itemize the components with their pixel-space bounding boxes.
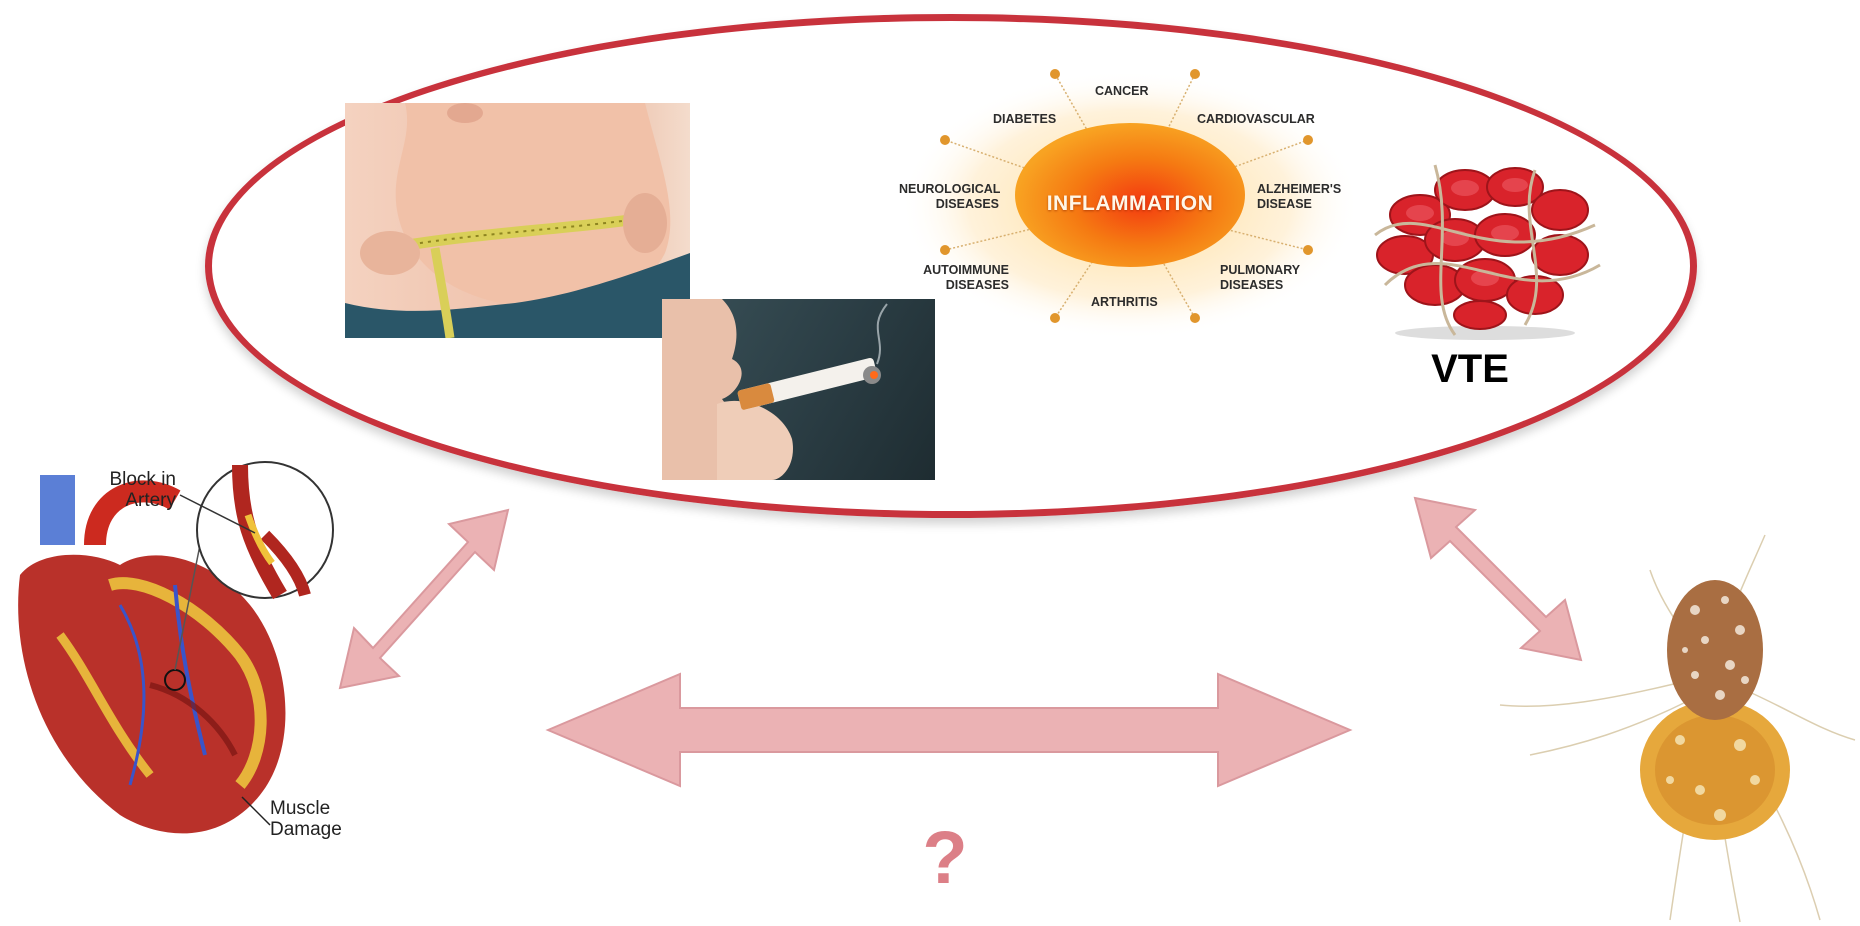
obesity-photo xyxy=(345,103,690,338)
label-diabetes: DIABETES xyxy=(993,112,1056,127)
label-autoimmune: AUTOIMMUNE DISEASES xyxy=(909,263,1009,293)
inflammation-diagram: INFLAMMATION CANCER DIABETES CARDIOVASCU… xyxy=(895,60,1365,340)
label-cancer: CANCER xyxy=(1095,84,1148,99)
label-alzheimers: ALZHEIMER'S DISEASE xyxy=(1257,182,1341,212)
heart-attack-icon xyxy=(0,455,360,850)
arrow-heart-risk xyxy=(340,510,508,688)
arrow-heart-cancer xyxy=(548,674,1350,786)
vte-label: VTE xyxy=(1400,347,1540,392)
label-cardiovascular: CARDIOVASCULAR xyxy=(1197,112,1315,127)
block-in-artery-label: Block in Artery xyxy=(86,469,176,511)
question-mark: ? xyxy=(900,815,990,900)
inflammation-center-label: INFLAMMATION xyxy=(1045,192,1215,216)
cancer-cell-icon xyxy=(1490,530,1860,926)
label-pulmonary: PULMONARY DISEASES xyxy=(1220,263,1300,293)
label-arthritis: ARTHRITIS xyxy=(1091,295,1158,310)
label-neurological: NEUROLOGICAL DISEASES xyxy=(899,182,999,212)
blood-clot-icon xyxy=(1365,155,1610,345)
muscle-damage-label: Muscle Damage xyxy=(270,798,342,840)
